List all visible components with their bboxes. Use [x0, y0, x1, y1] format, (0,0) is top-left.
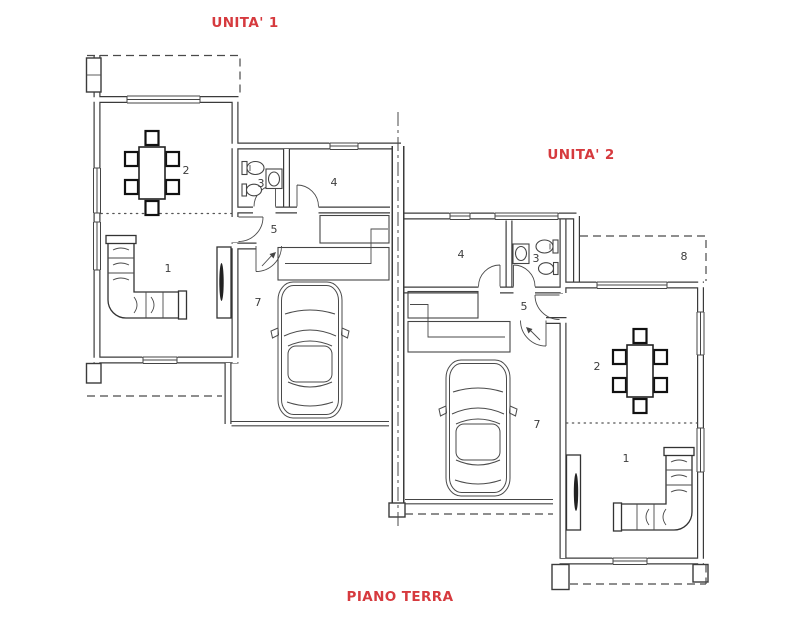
unit2-porch-bottom-dashed [570, 564, 707, 585]
unit2-label: UNITA' 2 [547, 147, 614, 163]
unit2-bath-fixtures [512, 239, 559, 276]
room-label-dining: 2 [594, 360, 601, 373]
unit2-tv-cabinet [565, 454, 582, 531]
unit2-room-labels: 4 3 5 8 2 7 1 [458, 248, 688, 465]
room-label-bath: 3 [258, 177, 265, 190]
room-label-hall: 5 [271, 223, 278, 236]
room-label-bedroom: 4 [458, 248, 465, 261]
bidet-icon [241, 183, 248, 197]
unit2-porch-room8-dashed [580, 235, 707, 281]
unit1-car-top-view-icon [270, 281, 350, 419]
bidet-icon [552, 261, 559, 276]
unit1-dining-table-icon [123, 129, 181, 217]
unit2-dining-table-icon [611, 327, 669, 415]
room-label-living: 1 [623, 452, 630, 465]
room-label-bedroom: 4 [331, 176, 338, 189]
unit2-sofa-icon [612, 446, 695, 532]
unit1-garage-door [231, 420, 389, 427]
garage-doors [231, 420, 553, 505]
room-label-garage: 7 [534, 418, 541, 431]
room-label-porch: 8 [681, 250, 688, 263]
door-arcs [238, 184, 560, 347]
unit1-tv-cabinet [216, 246, 232, 319]
unit1-room-labels: 2 3 4 5 1 7 [165, 164, 338, 309]
room-label-living: 1 [165, 262, 172, 275]
unit1-stairs [277, 214, 390, 281]
titles: UNITA' 1 UNITA' 2 PIANO TERRA [211, 15, 614, 605]
toilet-icon [241, 160, 248, 176]
pillars [85, 57, 709, 591]
unit2-car-top-view-icon [438, 359, 518, 497]
outline-overlays [87, 54, 707, 585]
room-label-dining: 2 [183, 164, 190, 177]
floor-label: PIANO TERRA [347, 589, 454, 605]
unit1-bath-fixtures [241, 160, 283, 197]
unit1-label: UNITA' 1 [211, 15, 278, 31]
room-label-garage: 7 [255, 296, 262, 309]
toilet-icon [552, 239, 559, 254]
unit1-sofa-icon [105, 234, 188, 320]
unit2-garage-door [405, 498, 553, 505]
windows [93, 95, 705, 566]
room-label-hall: 5 [521, 300, 528, 313]
unit2-stairs [407, 290, 511, 353]
room-label-bath: 3 [533, 252, 540, 265]
unit1-porch-top-dashed [87, 54, 241, 96]
